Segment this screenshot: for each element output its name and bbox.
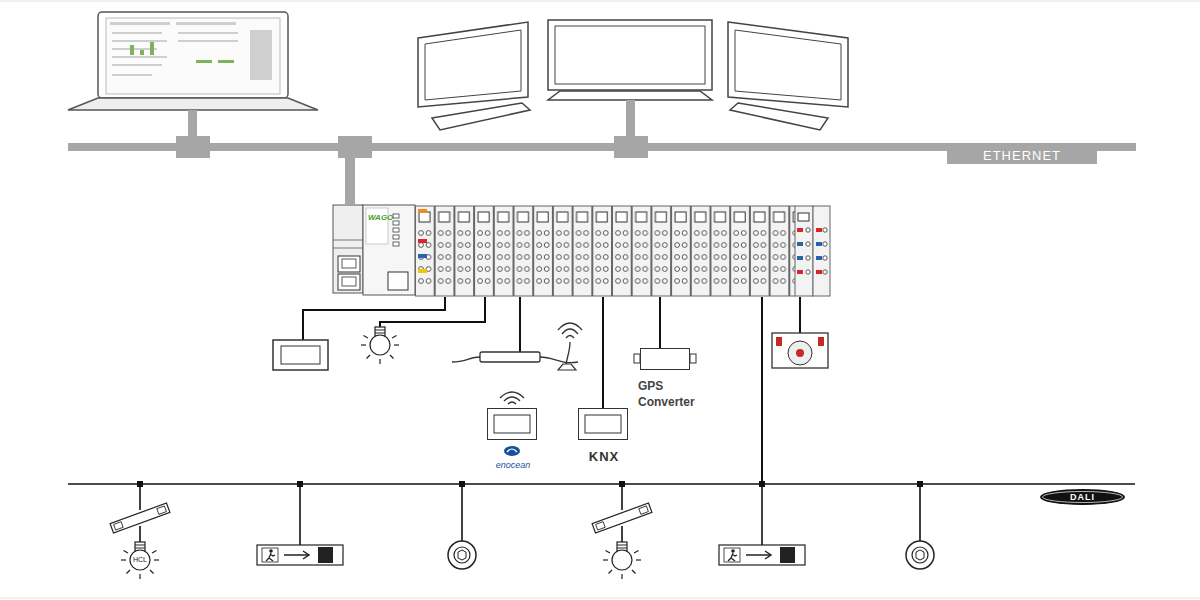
- controller-node: WAGO: [333, 205, 830, 297]
- enocean-switch: enocean: [487, 408, 537, 440]
- wire-connector: [659, 297, 661, 348]
- knx-switch: KNX: [578, 408, 628, 440]
- node-text: enocean: [468, 460, 558, 471]
- dali-logo: DALI: [1040, 489, 1125, 505]
- node-text: GPS Converter: [638, 378, 714, 410]
- ethernet-bus: ETHERNET: [68, 143, 1136, 151]
- wire-connector: [345, 151, 355, 205]
- gps-converter: GPS Converter: [640, 348, 690, 370]
- node-text: KNX: [569, 449, 639, 464]
- lamp-label: HCL: [128, 555, 152, 565]
- logo-ellipse-shape: [1041, 490, 1125, 505]
- node-text: WAGO: [368, 213, 393, 223]
- node-text: DALI: [1070, 490, 1095, 504]
- wire-connector: [602, 297, 604, 408]
- node-text: ETHERNET: [947, 148, 1097, 164]
